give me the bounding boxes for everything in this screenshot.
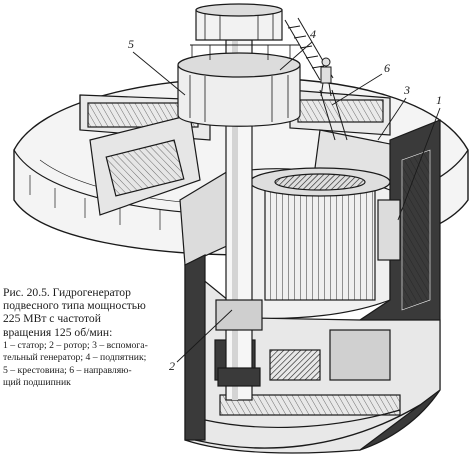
legend-line: 5 – крестовина; 6 – направляю- [3, 364, 132, 376]
callout-1: 1 [436, 93, 442, 107]
figure-caption: Рис. 20.5. Гидрогенератор подвесного тип… [3, 286, 163, 339]
caption-line: подвесного типа мощностью [3, 299, 146, 313]
worker-figure [320, 57, 332, 97]
rotor [249, 167, 391, 320]
legend-line: 1 – статор; 2 – ротор; 3 – вспомога- [3, 340, 148, 351]
legend-line: тельный генератор; 4 – подпятник; [3, 352, 147, 364]
callout-5: 5 [128, 37, 134, 51]
shaft [215, 39, 263, 401]
lower-housing [184, 254, 441, 454]
callout-3: 3 [403, 83, 410, 97]
top-bearing-assembly [177, 3, 301, 127]
callout-2: 2 [169, 359, 175, 373]
callout-6: 6 [384, 61, 390, 75]
caption-line: 225 МВт с частотой [3, 312, 101, 326]
caption-line: вращения 125 об/мин: [3, 325, 113, 339]
caption-line: Рис. 20.5. Гидрогенератор [3, 286, 131, 299]
callout-leaders [132, 41, 441, 363]
figure-legend: 1 – статор; 2 – ротор; 3 – вспомога- тел… [3, 340, 163, 390]
callout-4: 4 [310, 27, 316, 41]
legend-line: щий подшипник [3, 377, 71, 389]
